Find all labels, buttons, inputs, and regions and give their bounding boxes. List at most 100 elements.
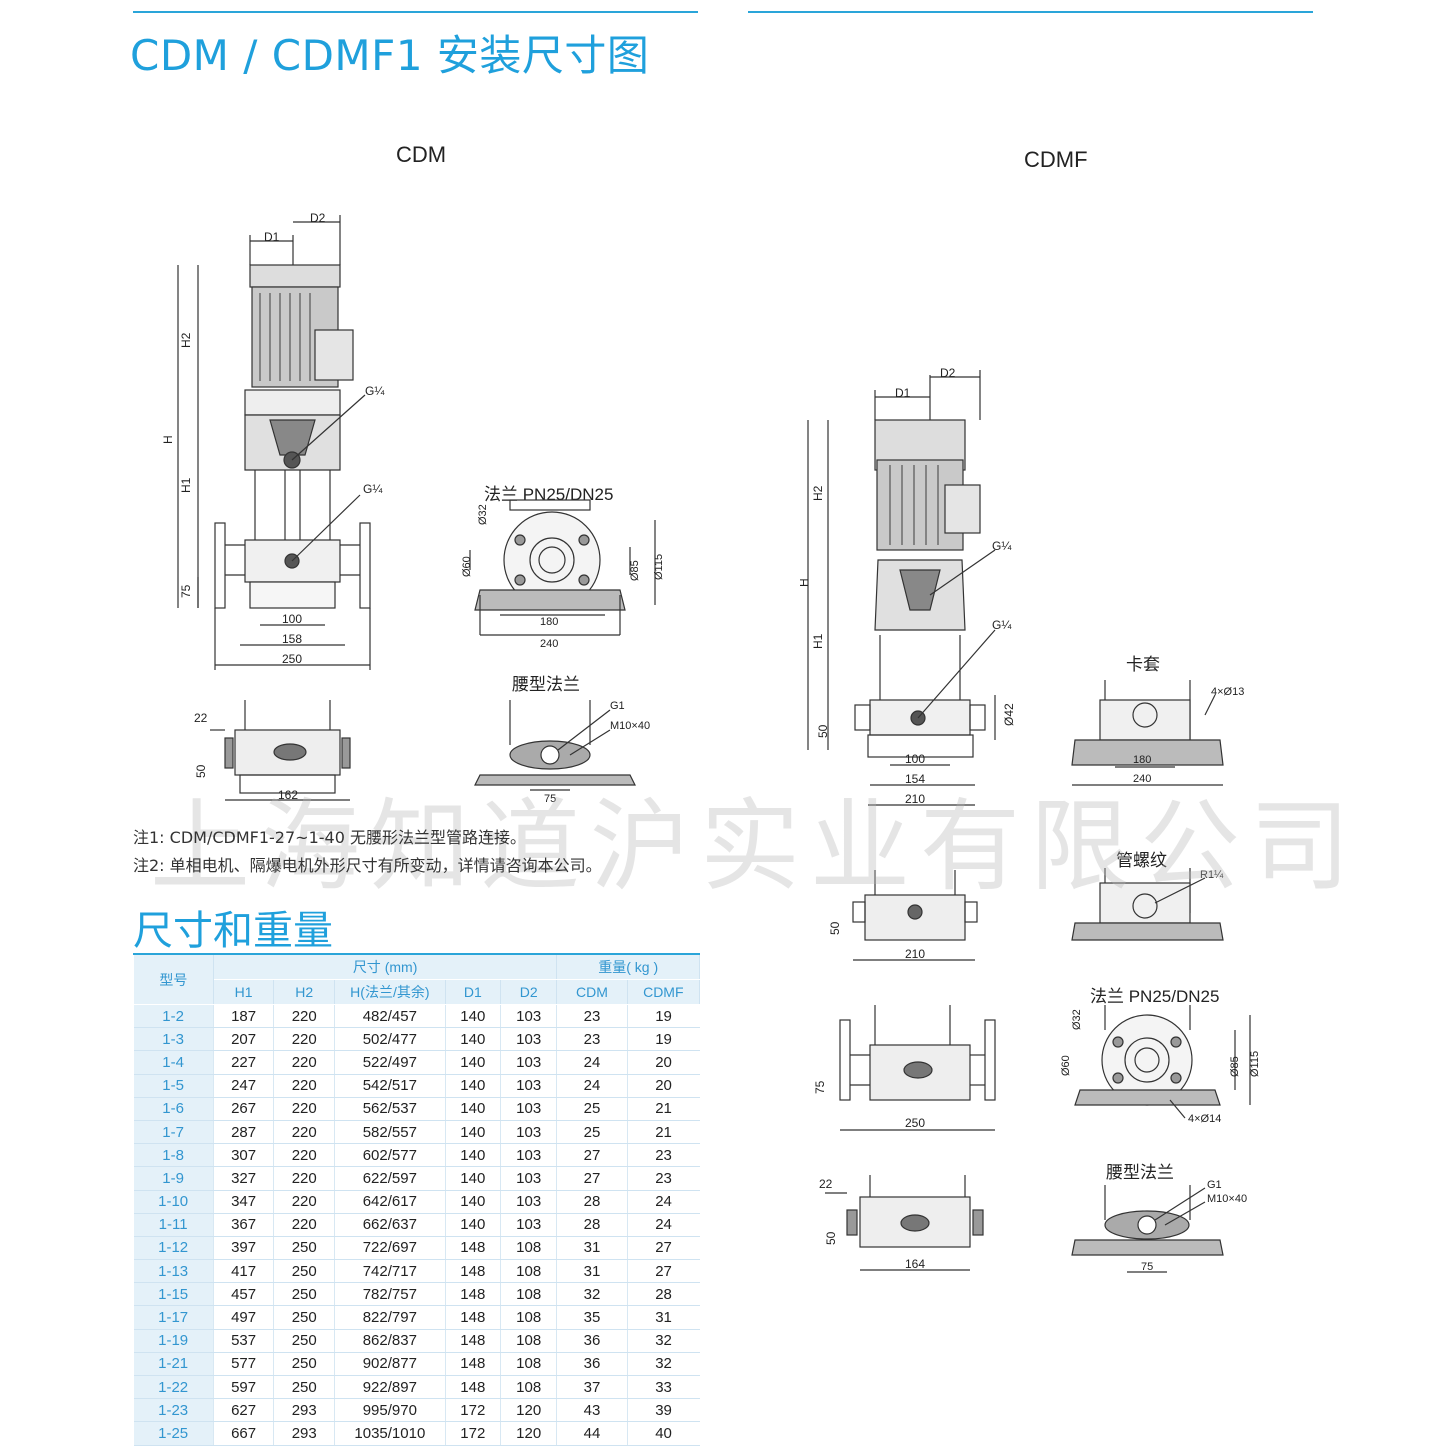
cdmf-dim-h2: H2 (811, 485, 825, 501)
table-cell: 542/517 (334, 1074, 446, 1098)
table-cell: 39 (626, 1398, 700, 1423)
table-cell: 27 (556, 1166, 628, 1191)
table-cell: 148 (444, 1352, 501, 1377)
cdmf-dim-h: H (800, 578, 811, 587)
cdmf-thread-r: R1¼ (1200, 869, 1224, 881)
table-cell: 140 (444, 1074, 501, 1098)
cdmf-oval-title: 腰型法兰 (1106, 1163, 1174, 1182)
table-cell: 103 (499, 1143, 557, 1168)
cdmf-dim-h1: H1 (811, 633, 825, 649)
model-cell: 1-13 (133, 1259, 214, 1284)
table-cell: 108 (499, 1282, 557, 1307)
cdm-dim-100: 100 (282, 612, 302, 626)
table-cell: 902/877 (334, 1352, 446, 1377)
cdm-flange-d115: Ø115 (653, 554, 665, 580)
table-cell: 103 (499, 1213, 557, 1237)
model-cell: 1-22 (133, 1375, 214, 1400)
cdm-flange-d60: Ø60 (461, 556, 473, 577)
table-cell: 922/897 (334, 1375, 446, 1400)
table-cell: 140 (444, 1027, 501, 1052)
model-cell: 1-19 (133, 1329, 214, 1353)
table-cell: 148 (444, 1375, 501, 1400)
column-header: D1 (444, 979, 501, 1005)
table-cell: 25 (556, 1097, 628, 1121)
cdmf-oval-bolt: M10×40 (1207, 1193, 1247, 1205)
table-cell: 742/717 (334, 1259, 446, 1284)
cdm-dim-h: H (161, 435, 175, 444)
table-cell: 21 (626, 1120, 700, 1145)
cdm-dim-75: 75 (179, 584, 193, 598)
cdmf-flange-side-75: 75 (813, 1080, 827, 1094)
table-cell: 140 (444, 1190, 501, 1214)
table-cell: 250 (273, 1282, 335, 1307)
table-cell: 172 (444, 1398, 501, 1423)
note-2: 注2: 单相电机、隔爆电机外形尺寸有所变动，详情请咨询本公司。 (133, 856, 602, 875)
table-cell: 187 (212, 1004, 274, 1029)
header-weight: 重量( kg ) (556, 953, 700, 980)
table-cell: 24 (626, 1190, 700, 1214)
table-cell: 20 (626, 1074, 700, 1098)
cdmf-oval-side-22: 22 (819, 1177, 833, 1191)
note-1: 注1: CDM/CDMF1-27~1-40 无腰形法兰型管路连接。 (133, 828, 526, 847)
model-cell: 1-23 (133, 1398, 214, 1423)
cdmf-oval-g1: G1 (1207, 1180, 1222, 1191)
table-cell: 44 (556, 1421, 628, 1446)
cdmf-flange-d60: Ø60 (1060, 1055, 1072, 1076)
cdm-oval-75: 75 (544, 793, 556, 805)
table-cell: 627 (212, 1398, 274, 1423)
table-cell: 293 (273, 1398, 335, 1423)
column-header: CDMF (626, 979, 701, 1005)
cdmf-thread-side-drawing: 50 210 (828, 870, 978, 961)
table-cell: 103 (499, 1004, 557, 1029)
table-cell: 220 (273, 1120, 335, 1145)
table-cell: 247 (212, 1074, 274, 1098)
cdm-flange-title: 法兰 PN25/DN25 (484, 485, 614, 504)
table-cell: 522/497 (334, 1050, 446, 1075)
cdm-oval-g1: G1 (610, 700, 625, 712)
model-cell: 1-17 (133, 1305, 214, 1330)
table-cell: 822/797 (334, 1305, 446, 1330)
table-cell: 32 (626, 1329, 700, 1353)
notes: 注1: CDM/CDMF1-27~1-40 无腰形法兰型管路连接。 注2: 单相… (133, 824, 602, 880)
cdm-dim-158: 158 (282, 632, 302, 646)
model-cell: 1-21 (133, 1352, 214, 1377)
cdm-flange-d85: Ø85 (629, 560, 641, 581)
cdm-g-top: G¼ (365, 384, 385, 398)
table-cell: 602/577 (334, 1143, 446, 1168)
cdm-side-162: 162 (278, 788, 298, 802)
cdmf-flange-drawing: Ø32 Ø60 Ø85 Ø115 4×Ø14 (1060, 1005, 1260, 1125)
table-cell: 148 (444, 1305, 501, 1330)
table-cell: 250 (273, 1375, 335, 1400)
table-cell: 140 (444, 1050, 501, 1075)
cdmf-sleeve-holes: 4×Ø13 (1211, 686, 1244, 698)
table-cell: 250 (273, 1236, 335, 1261)
cdm-flange-d32: Ø32 (477, 504, 489, 525)
table-cell: 23 (556, 1027, 628, 1052)
table-cell: 862/837 (334, 1329, 446, 1353)
cdmf-sleeve-180: 180 (1133, 754, 1151, 766)
cdm-dim-h1: H1 (179, 477, 193, 493)
table-cell: 24 (556, 1050, 628, 1075)
table-cell: 250 (273, 1352, 335, 1377)
table-cell: 220 (273, 1027, 335, 1052)
column-header: CDM (556, 979, 628, 1005)
table-cell: 148 (444, 1282, 501, 1307)
model-cell: 1-6 (133, 1097, 214, 1121)
cdm-flange-240: 240 (540, 638, 558, 650)
table-cell: 227 (212, 1050, 274, 1075)
table-cell: 103 (499, 1074, 557, 1098)
table-cell: 367 (212, 1213, 274, 1237)
cdmf-dim-d42: Ø42 (1002, 703, 1016, 726)
cdm-side-22: 22 (194, 711, 208, 725)
cdm-oval-drawing: G1 M10×40 75 (474, 700, 650, 805)
table-cell: 397 (212, 1236, 274, 1261)
table-cell: 250 (273, 1329, 335, 1353)
table-cell: 37 (556, 1375, 628, 1400)
